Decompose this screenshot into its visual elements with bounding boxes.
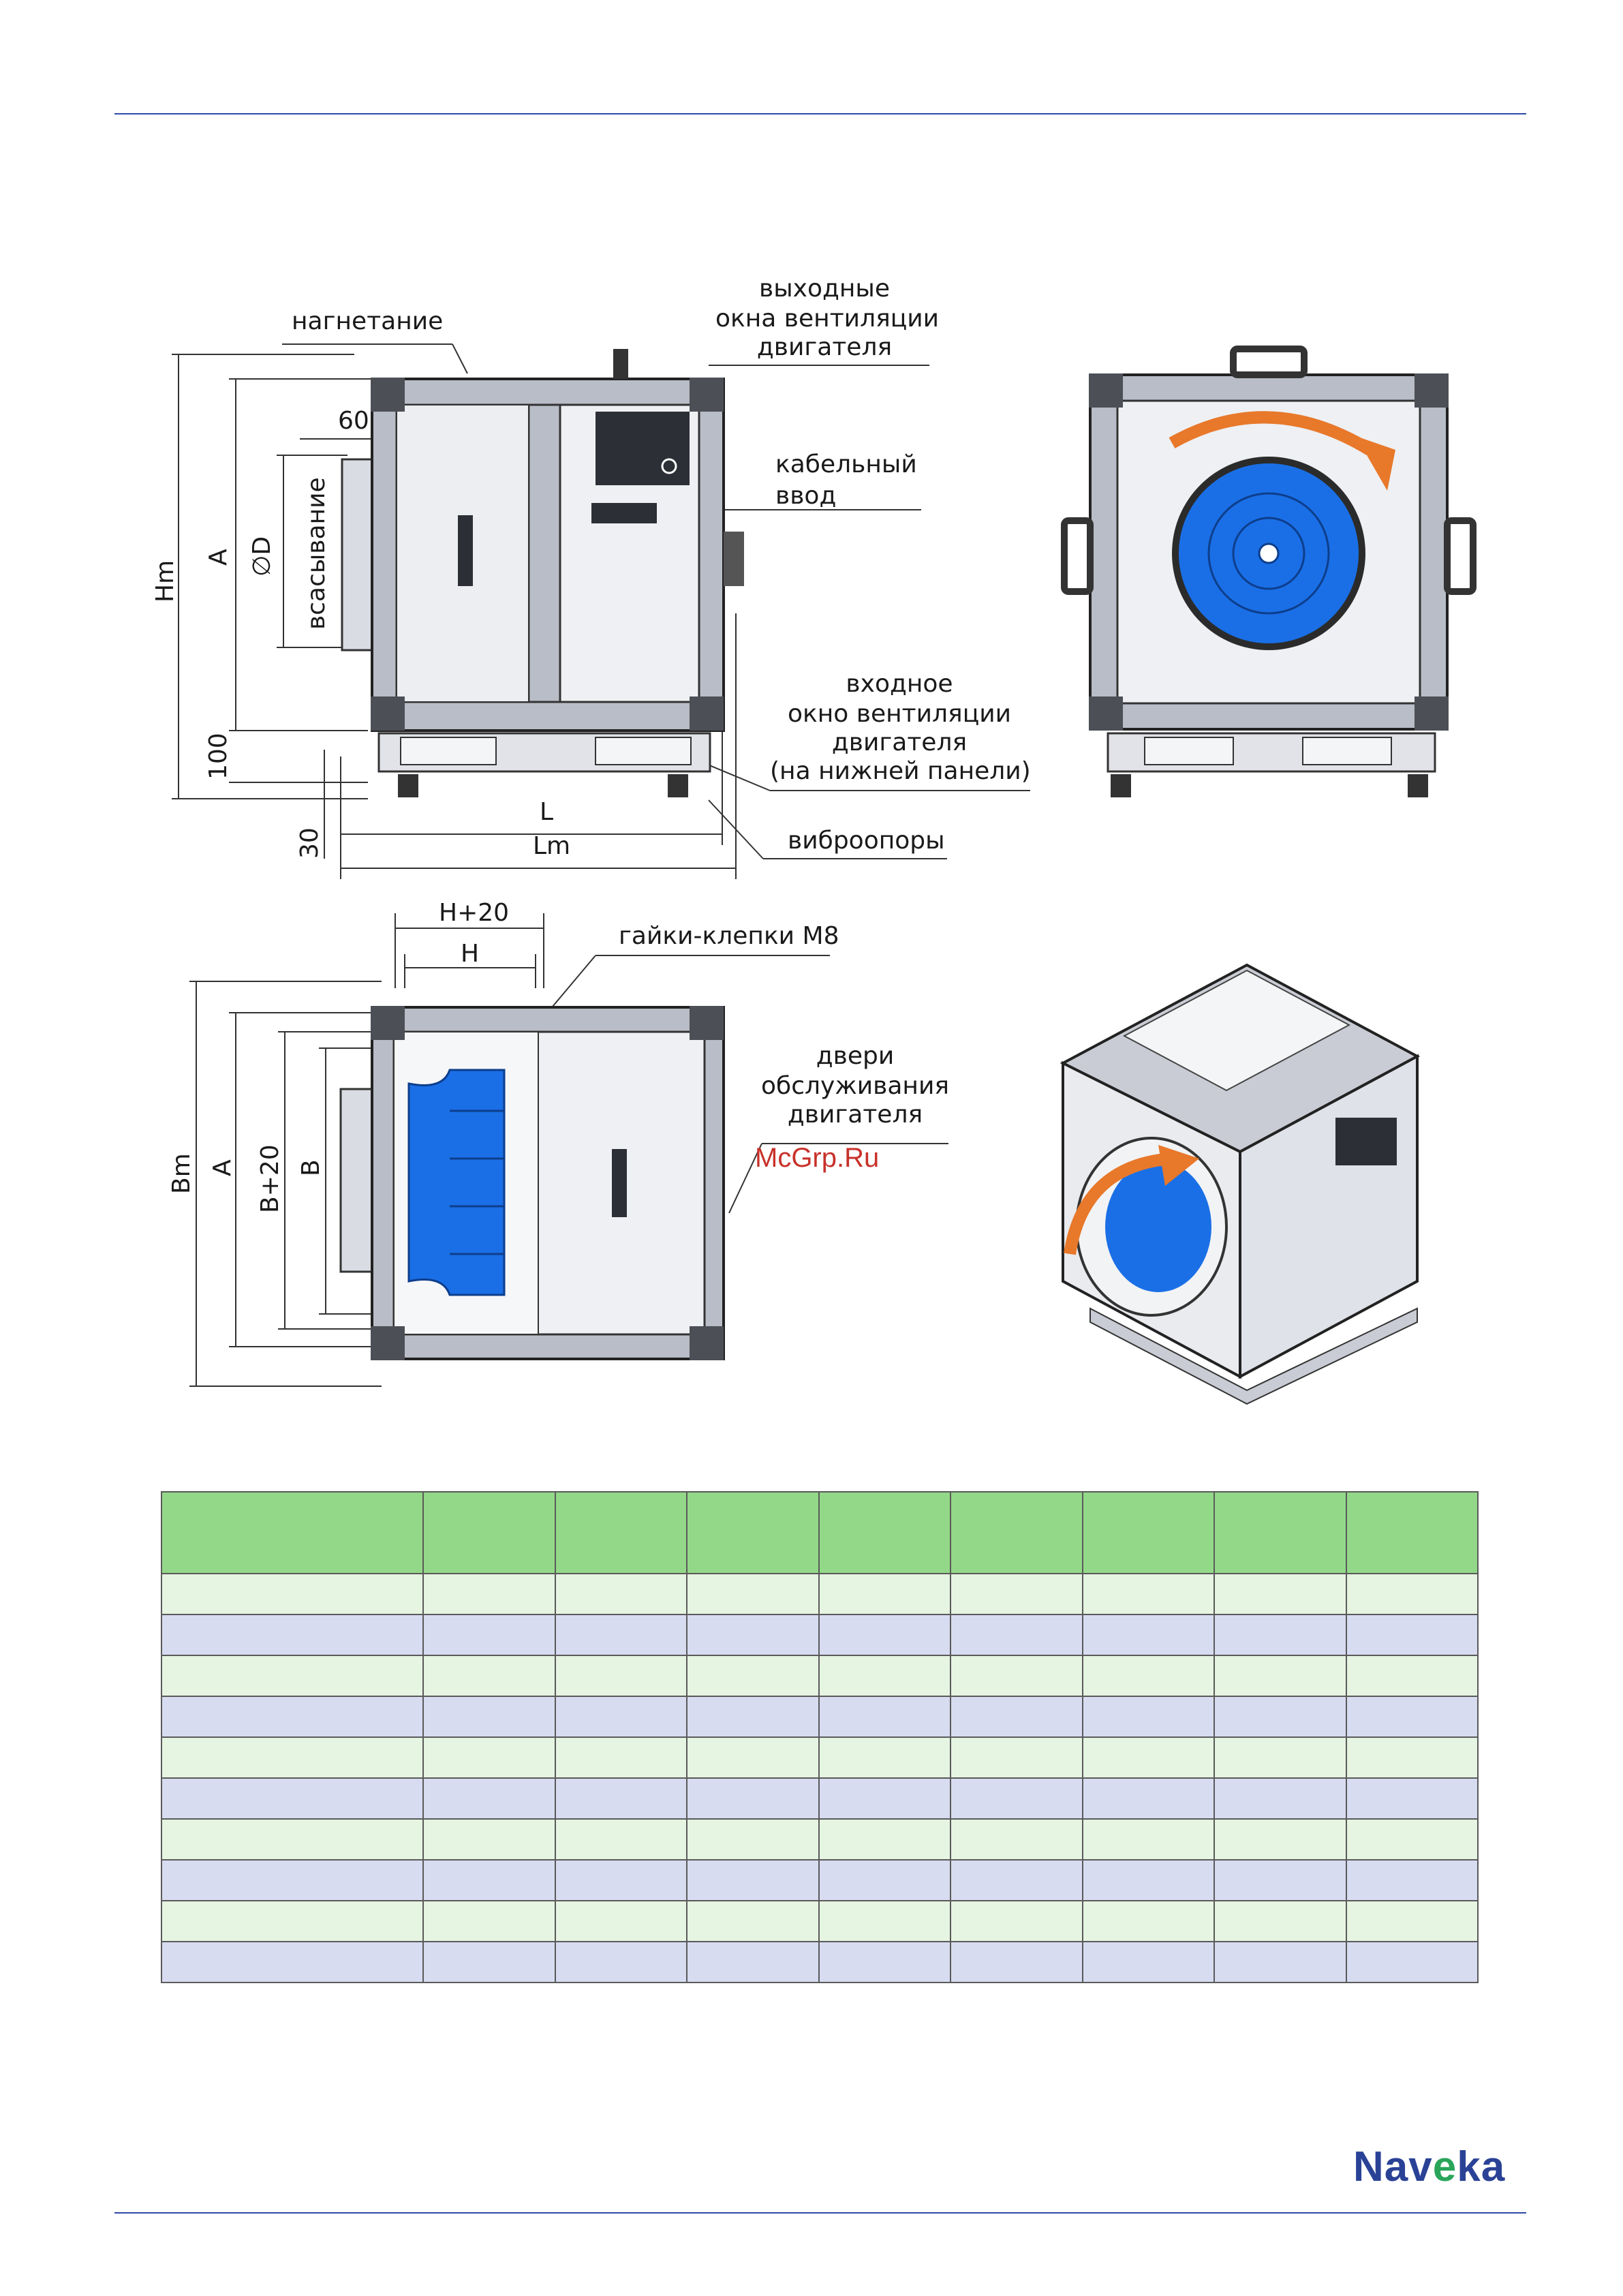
logo-part-3: ka: [1457, 2143, 1506, 2190]
table-row: [161, 1859, 1479, 1901]
label-intake-4: (на нижней панели): [770, 757, 1031, 785]
label-service-doors-2: обслуживания: [760, 1072, 950, 1100]
table-header-cell: [1081, 1491, 1215, 1574]
label-motor-vent-out-3: двигателя: [756, 333, 893, 361]
isometric-drawing: [1060, 963, 1421, 1405]
top-rule: [114, 113, 1526, 114]
dim-lm: Lm: [533, 832, 571, 860]
table-row: [161, 1818, 1479, 1861]
table-row: [161, 1655, 1479, 1697]
front-view-drawing: [172, 343, 1030, 879]
table-row: [161, 1614, 1479, 1656]
label-cable-entry-2: ввод: [775, 482, 837, 510]
dim-h20: H+20: [439, 899, 510, 927]
table-row: [161, 1573, 1479, 1615]
label-cable-entry-1: кабельный: [775, 450, 917, 478]
logo-part-1: Nav: [1353, 2143, 1433, 2190]
table-header-cell: [1345, 1491, 1479, 1574]
label-rivet-nuts: гайки-клепки М8: [619, 922, 839, 950]
dim-h: H: [461, 940, 480, 968]
table-header-cell: [554, 1491, 687, 1574]
table-header-cell: [422, 1491, 556, 1574]
table-row: [161, 1941, 1479, 1983]
table-row: [161, 1900, 1479, 1942]
label-intake-2: окно вентиляции: [787, 700, 1011, 728]
label-service-doors-1: двери: [816, 1042, 895, 1070]
table-row: [161, 1777, 1479, 1820]
side-view-drawing: [189, 913, 948, 1387]
label-service-doors-3: двигателя: [787, 1101, 923, 1129]
watermark: McGrp.Ru: [755, 1143, 880, 1173]
label-vibration-mounts: виброопоры: [788, 827, 945, 855]
fan-face-drawing: [1061, 346, 1477, 797]
table-header-cell: [818, 1491, 951, 1574]
table-row: [161, 1736, 1479, 1779]
spec-table: [161, 1491, 1479, 1983]
label-intake-1: входное: [846, 670, 953, 698]
logo-part-2: e: [1432, 2143, 1457, 2190]
bottom-rule: [114, 2212, 1526, 2214]
label-motor-vent-out-2: окна вентиляции: [715, 305, 940, 333]
dim-l: L: [540, 798, 554, 826]
table-header-row: [161, 1491, 1479, 1574]
label-discharge: нагнетание: [292, 307, 444, 335]
table-header-cell: [161, 1491, 424, 1574]
table-row: [161, 1696, 1479, 1738]
label-intake-3: двигателя: [831, 729, 968, 756]
label-motor-vent-out-1: выходные: [759, 275, 890, 303]
dim-60: 60: [338, 407, 369, 435]
table-header-cell: [1214, 1491, 1347, 1574]
table-header-cell: [950, 1491, 1083, 1574]
naveka-logo: Naveka: [1353, 2143, 1505, 2191]
table-header-cell: [686, 1491, 820, 1574]
